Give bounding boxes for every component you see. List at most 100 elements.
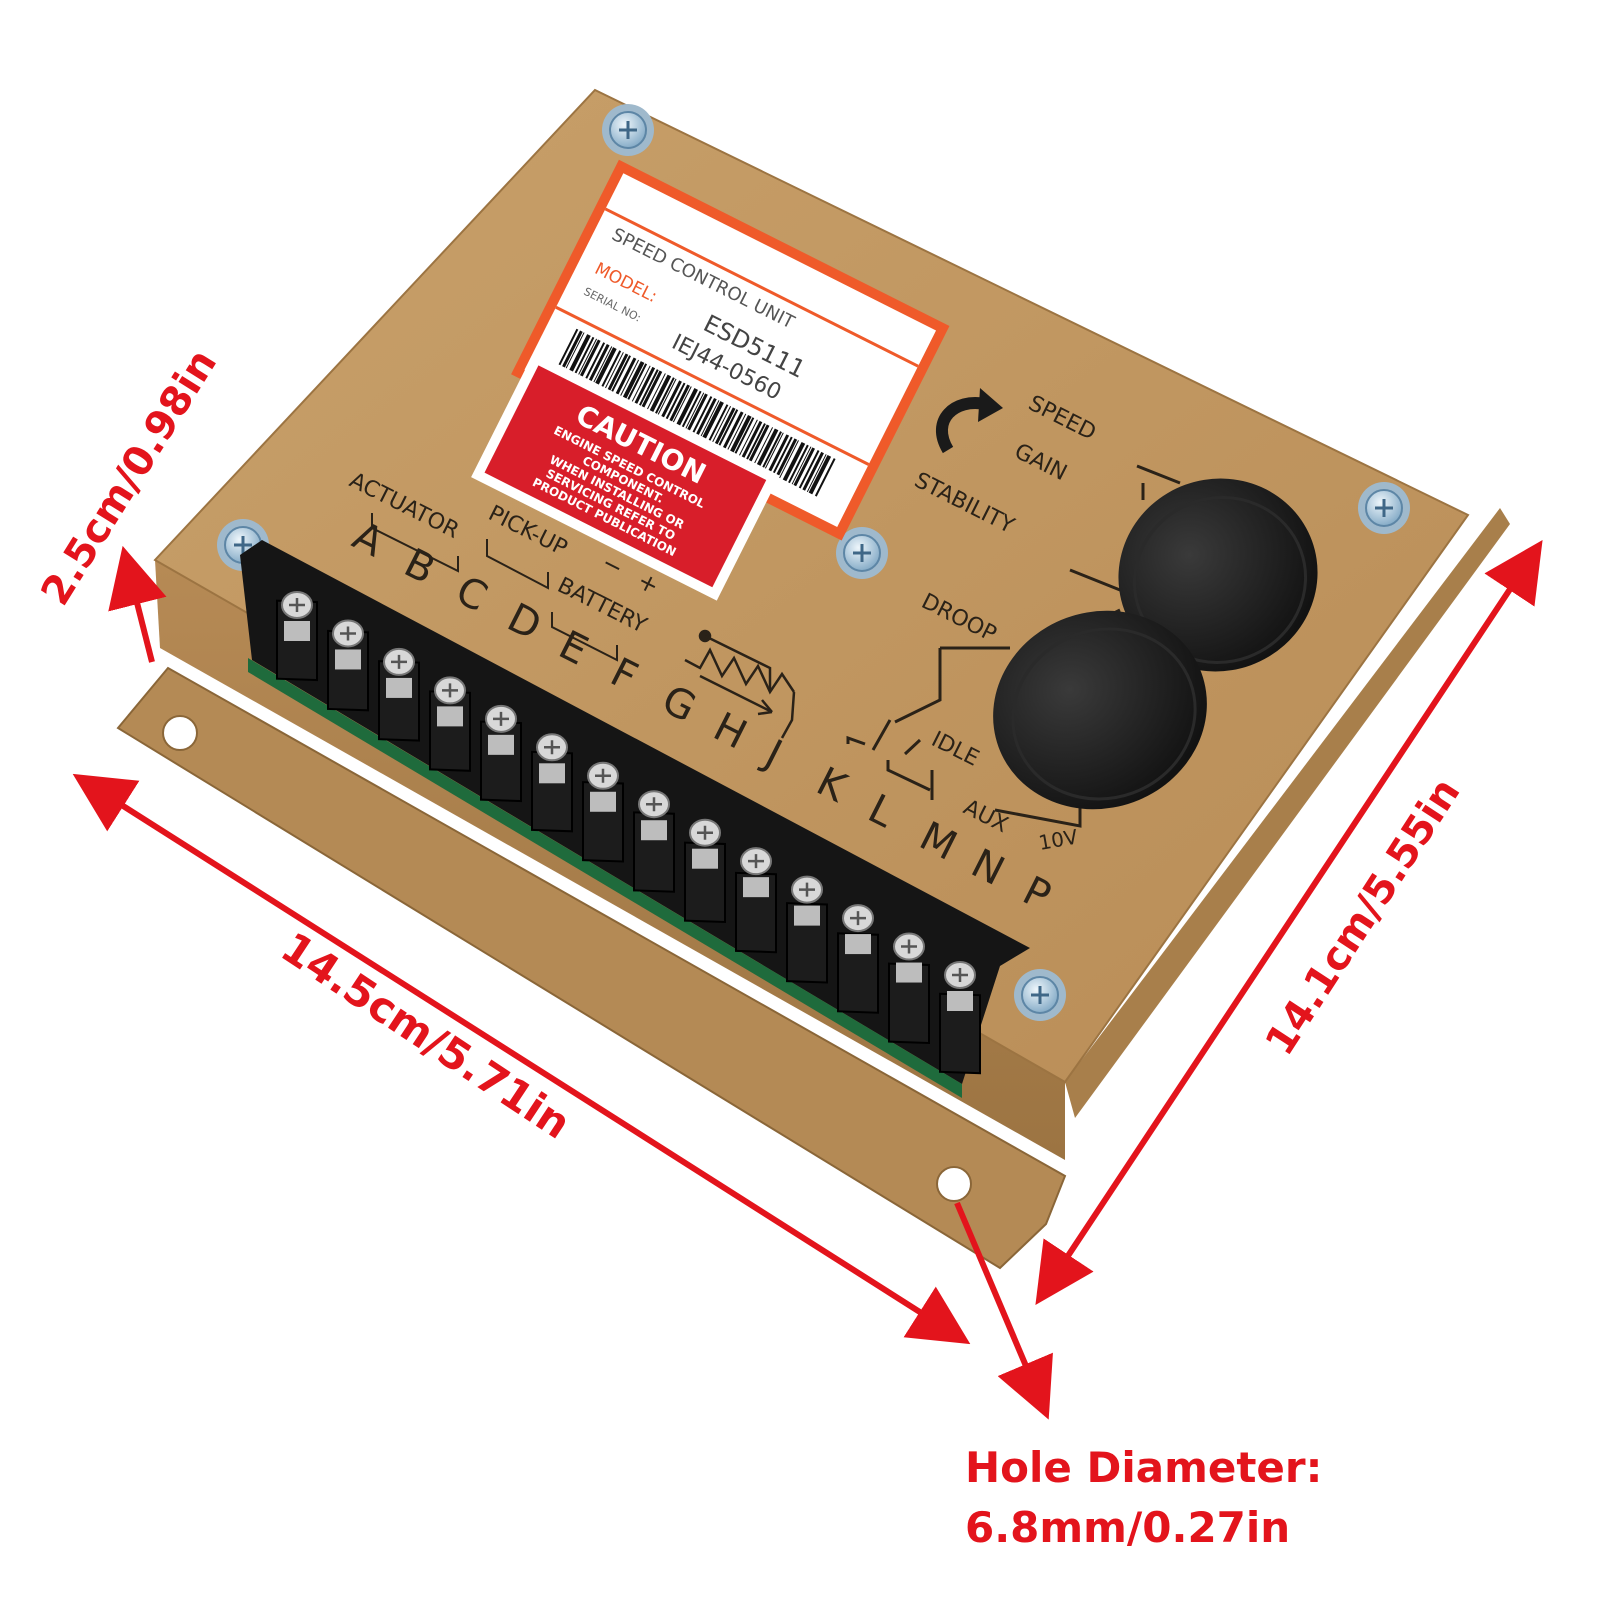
barcode-bar xyxy=(772,436,793,475)
barcode-bar xyxy=(633,366,656,406)
barcode-bar xyxy=(619,359,640,398)
barcode-bar xyxy=(779,440,799,479)
depth-arrow xyxy=(1035,539,1543,1306)
terminal-screw-c[interactable] xyxy=(378,647,420,742)
barcode-bar xyxy=(738,419,758,458)
barcode-bar xyxy=(733,417,755,456)
barcode-bar xyxy=(573,336,595,376)
barcode-bar xyxy=(814,458,836,497)
barcode-bar xyxy=(753,427,774,466)
barcode-bar xyxy=(691,396,713,435)
barcode-bar xyxy=(695,397,717,437)
barcode-bar xyxy=(584,342,606,381)
width-arrow xyxy=(72,773,971,1345)
screw-icon xyxy=(1014,969,1066,1021)
barcode-bar xyxy=(660,380,682,420)
barcode-bar xyxy=(664,382,686,422)
barcode-bar xyxy=(675,388,698,428)
barcode-bar xyxy=(788,444,809,484)
barcode-bar xyxy=(604,352,624,391)
barcode-bar xyxy=(579,339,601,379)
product-label: SPEED CONTROL UNIT MODEL: ESD5111 SERIAL… xyxy=(511,159,950,541)
screw-icon xyxy=(836,527,888,579)
barcode-bar xyxy=(600,350,622,389)
caution-sticker: CAUTION ENGINE SPEED CONTROL COMPONENT. … xyxy=(471,352,780,601)
barcode-bar xyxy=(713,407,736,447)
hole-diameter-value: 6.8mm/0.27in xyxy=(965,1503,1291,1552)
barcode-bar xyxy=(791,446,812,485)
potentiometer-symbol xyxy=(684,629,796,739)
barcode-bar xyxy=(717,409,739,448)
hole-arrow xyxy=(954,1201,1053,1420)
barcode-bar xyxy=(747,424,770,464)
mounting-hole-left xyxy=(162,715,198,751)
terminal-screw-m[interactable] xyxy=(837,904,879,1014)
barcode-bar xyxy=(594,347,617,387)
barcode-bar xyxy=(755,428,779,468)
clockwise-arrow-icon xyxy=(936,397,987,454)
terminal-screw-g[interactable] xyxy=(582,761,624,863)
barcode-bar xyxy=(726,413,747,452)
barcode-bar xyxy=(592,346,613,385)
barcode-bar xyxy=(564,332,585,371)
barcode-bar xyxy=(606,353,629,393)
screw-icon xyxy=(602,104,654,156)
barcode-bar xyxy=(680,390,702,430)
barcode-bar xyxy=(802,451,824,491)
barcode-bar xyxy=(729,415,752,455)
barcode-bar xyxy=(721,411,744,451)
barcode-bar xyxy=(775,438,798,478)
barcode-bar xyxy=(626,363,648,402)
barcode-bar xyxy=(577,338,598,377)
terminal-screw-j[interactable] xyxy=(684,818,726,924)
terminal-screw-k[interactable] xyxy=(735,847,777,954)
barcode-bar xyxy=(798,450,820,489)
terminal-screw-l[interactable] xyxy=(786,875,828,984)
barcode-bar xyxy=(654,377,675,416)
barcode-bar xyxy=(614,357,637,397)
hole-diameter-label: Hole Diameter: xyxy=(965,1443,1323,1492)
barcode-bar xyxy=(668,384,690,424)
barcode-bar xyxy=(630,365,651,404)
terminal-screw-f[interactable] xyxy=(531,733,573,833)
barcode-bar xyxy=(763,432,784,471)
barcode-bar xyxy=(711,406,732,444)
terminal-screw-d[interactable] xyxy=(429,676,471,772)
terminal-screw-b[interactable] xyxy=(327,619,369,712)
barcode-bar xyxy=(557,328,579,368)
barcode-bar xyxy=(640,370,663,410)
screw-icon xyxy=(1358,482,1410,534)
arrow-head-icon xyxy=(978,388,1003,422)
barcode-bar xyxy=(671,386,692,425)
barcode-bar xyxy=(782,441,806,482)
barcode-bar xyxy=(638,369,659,408)
barcode-bar xyxy=(561,330,583,370)
barcode-bar xyxy=(648,374,672,414)
barcode-bar xyxy=(686,393,708,433)
barcode-bar xyxy=(656,378,677,417)
barcode-bar xyxy=(701,401,724,441)
terminal-screw-h[interactable] xyxy=(633,790,675,893)
barcode-bar xyxy=(806,454,827,493)
barcode-bar xyxy=(699,400,720,439)
terminal-screw-p[interactable] xyxy=(939,961,981,1075)
barcode-bar xyxy=(707,404,729,443)
terminal-screw-e[interactable] xyxy=(480,704,522,803)
barcode-bar xyxy=(568,334,591,374)
barcode-bar xyxy=(761,431,782,470)
terminal-screw-n[interactable] xyxy=(888,932,930,1045)
barcode-bar xyxy=(646,373,666,412)
barcode-bar xyxy=(793,447,816,487)
barcode-bar xyxy=(808,455,832,495)
barcode-bar xyxy=(621,361,645,401)
terminal-screw-a[interactable] xyxy=(276,591,318,682)
hole-diameter-note: Hole Diameter: 6.8mm/0.27in xyxy=(965,1438,1485,1558)
barcode-bar xyxy=(587,344,610,383)
barcode-bar xyxy=(684,392,705,431)
barcode-bar xyxy=(610,355,631,394)
mounting-hole-right xyxy=(936,1166,972,1202)
height-arrow xyxy=(108,545,167,663)
barcode-bar xyxy=(745,423,766,462)
barcode-bar xyxy=(740,420,763,460)
